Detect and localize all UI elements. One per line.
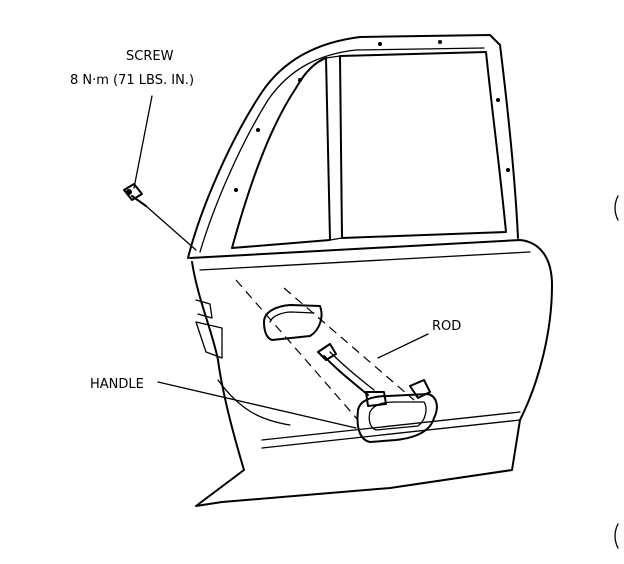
handle-pocket <box>263 304 323 341</box>
edge-marks <box>614 195 619 549</box>
screw-torque-spec: 8 N·m (71 LBS. IN.) <box>70 73 194 88</box>
outside-door-handle <box>356 379 438 443</box>
leader-lines <box>133 95 429 429</box>
rod <box>317 343 387 407</box>
alignment-lines <box>235 279 415 421</box>
door-outline <box>187 34 553 507</box>
screw-icon <box>123 183 147 207</box>
screw-label: SCREW <box>126 49 174 64</box>
handle-label: HANDLE <box>90 377 144 392</box>
rod-label: ROD <box>432 319 461 334</box>
